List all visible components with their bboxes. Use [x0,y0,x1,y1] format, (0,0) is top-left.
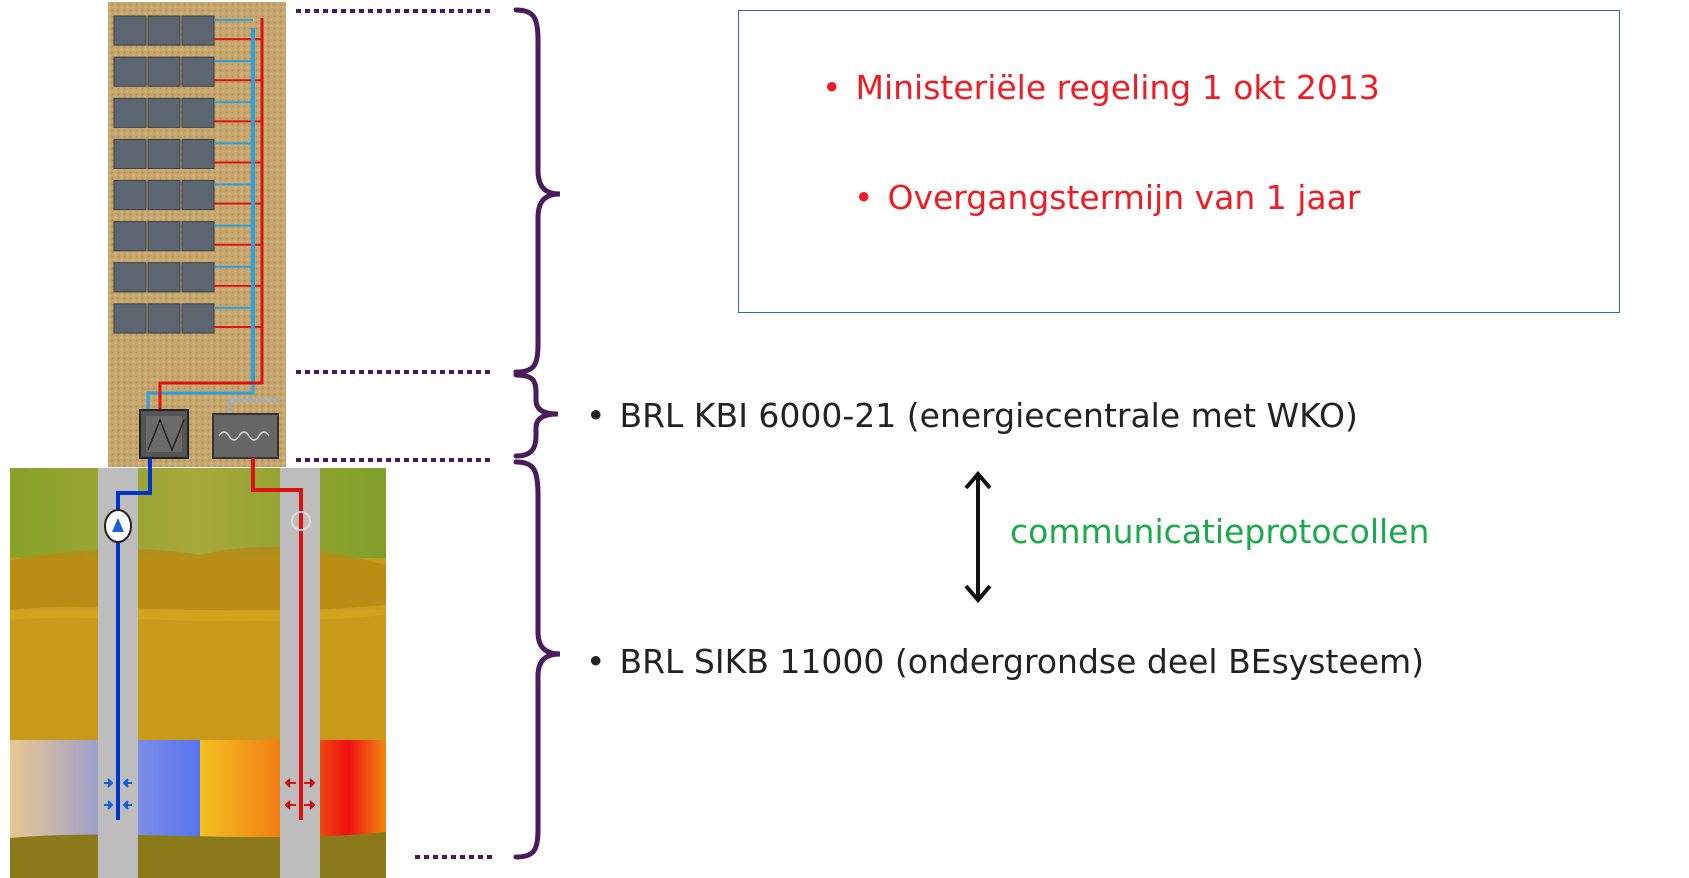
building-floor [113,97,262,128]
building-floor [113,262,262,293]
building-icon [108,2,286,467]
dotted-guides [296,9,492,859]
brace-building [513,7,561,375]
building-floors [113,15,262,334]
regulation-notice-box [738,10,1620,313]
notice-item-transition-text: Overgangstermijn van 1 jaar [887,178,1361,217]
building-floor [113,303,262,334]
communication-protocols-label: communicatieprotocollen [1010,512,1430,551]
pump-icon [104,509,132,543]
double-headed-vertical-arrow-icon [964,470,992,604]
cold-well-icon [98,458,152,878]
bullet-icon: • [822,68,842,107]
standard-below-ground-text: BRL SIKB 11000 (ondergrondse deel BEsyst… [619,642,1425,681]
notice-item-regulation-text: Ministeriële regeling 1 okt 2013 [855,68,1380,107]
standard-above-ground-text: BRL KBI 6000-21 (energiecentrale met WKO… [619,396,1358,435]
building-floor [113,180,262,211]
brace-underground [513,459,561,860]
ground-cross-section [10,468,386,878]
building-floor [113,15,262,46]
notice-item-regulation: • Ministeriële regeling 1 okt 2013 [822,68,1380,107]
bullet-icon: • [586,396,606,435]
building-floor [113,138,262,169]
brace-energy-plant [513,372,559,459]
heat-exchanger-icon [139,409,189,459]
standard-below-ground: • BRL SIKB 11000 (ondergrondse deel BEsys… [586,642,1424,681]
building-floor [113,221,262,252]
standard-above-ground: • BRL KBI 6000-21 (energiecentrale met WK… [586,396,1358,435]
bullet-icon: • [854,178,874,217]
building-floor [113,56,262,87]
warm-well-icon [251,458,320,878]
heat-pump-icon [212,413,279,459]
bullet-icon: • [586,642,606,681]
notice-item-transition: • Overgangstermijn van 1 jaar [854,178,1360,217]
